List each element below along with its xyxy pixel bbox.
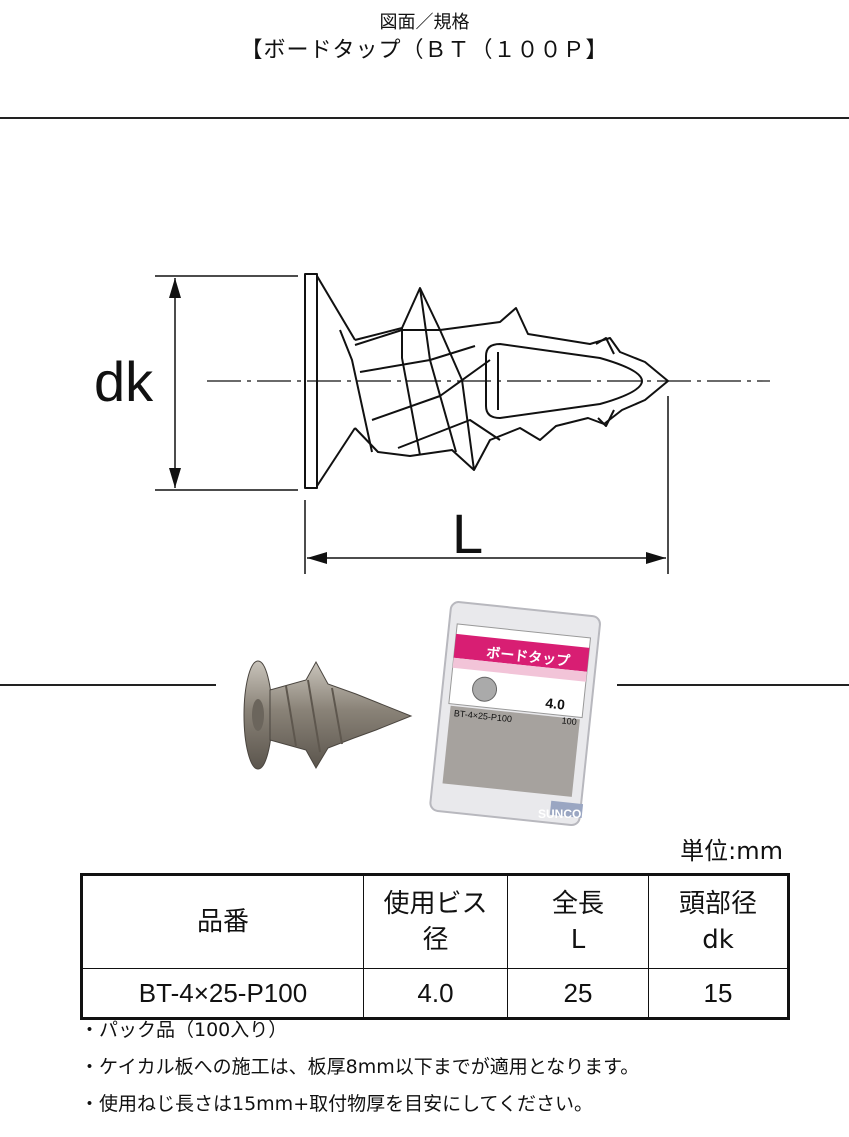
- brand-logo: SUNCO: [538, 807, 581, 821]
- technical-drawing: [155, 273, 770, 574]
- cell-length: 25: [507, 968, 649, 1019]
- notes-list: ・パック品（100入り） ・ケイカル板への施工は、板厚8mm以下までが適用となり…: [80, 1012, 840, 1123]
- unit-label: 単位:mm: [680, 837, 783, 865]
- package-size: 4.0: [545, 695, 566, 713]
- table-row: BT-4×25-P100 4.0 25 15: [81, 968, 789, 1019]
- photo-divider-left: [0, 684, 216, 686]
- package-qty: 100: [561, 715, 577, 727]
- header-part: 品番: [81, 874, 364, 969]
- product-title: 【ボードタップ（ＢＴ（１００Ｐ】: [240, 38, 609, 63]
- list-item: ・ケイカル板への施工は、板厚8mm以下までが適用となります。: [80, 1056, 640, 1078]
- list-item: ・パック品（100入り）: [80, 1019, 288, 1041]
- package-photo: ボードタップ 4.0 BT-4×25-P100 100 SUNCO: [429, 601, 601, 827]
- length-label: L: [452, 502, 484, 565]
- cell-part: BT-4×25-P100: [81, 968, 364, 1019]
- cell-head: 15: [648, 968, 789, 1019]
- header-screw: 使用ビス径: [363, 874, 508, 969]
- list-item: ・使用ねじ長さは15mm+取付物厚を目安にしてください。: [80, 1093, 593, 1115]
- dk-label: dk: [94, 350, 154, 413]
- photo-divider-right: [617, 684, 849, 686]
- top-divider: [0, 117, 849, 119]
- page-title: 図面／規格: [379, 12, 470, 33]
- anchor-photo: [243, 660, 413, 770]
- cell-screw: 4.0: [363, 968, 508, 1019]
